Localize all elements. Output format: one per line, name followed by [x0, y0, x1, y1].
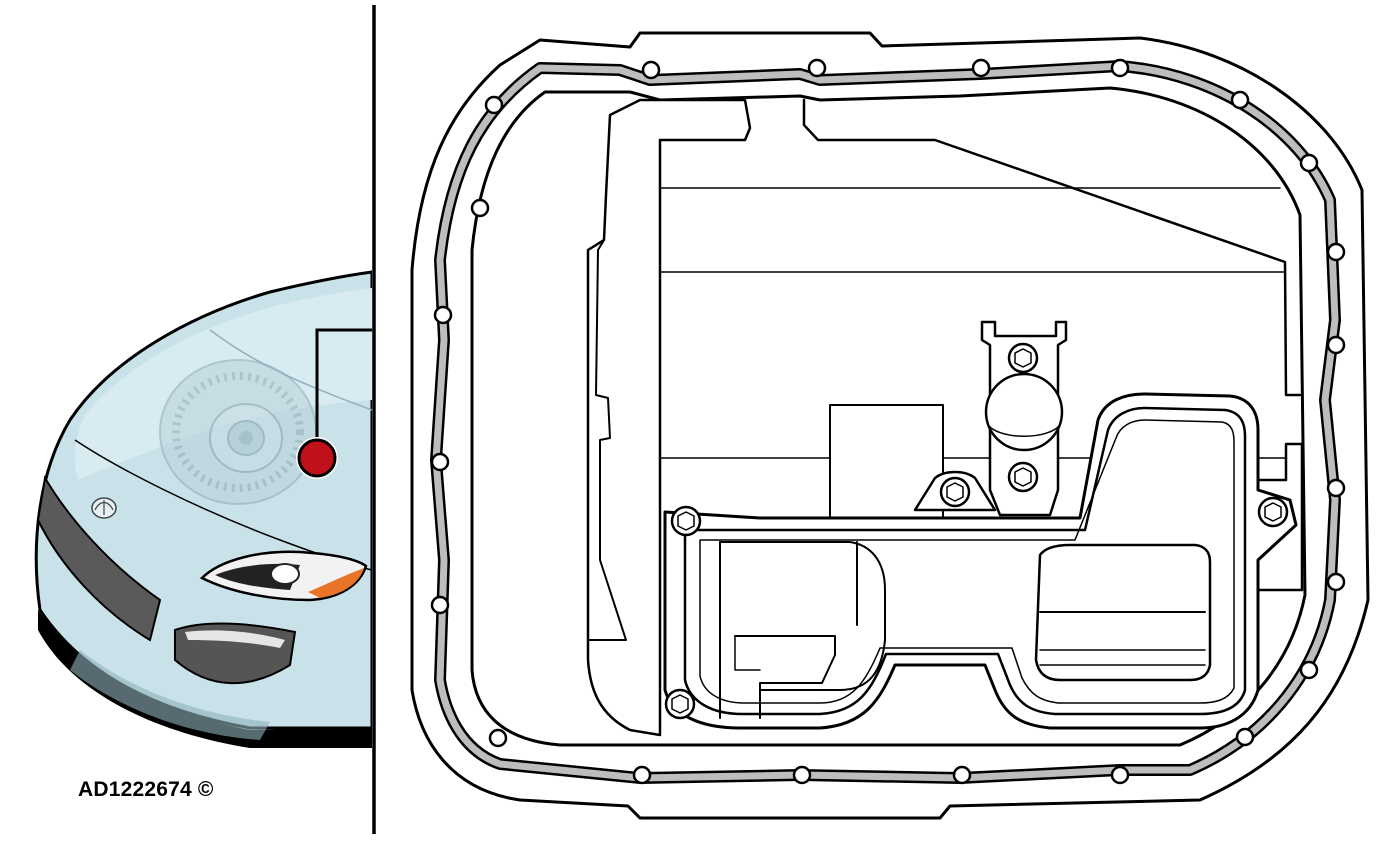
bolt-hole [484, 95, 504, 115]
bolt-hole [1110, 765, 1130, 785]
bolt-hole [1299, 660, 1319, 680]
lower-intake [70, 650, 270, 740]
hex-bolt-icon [670, 505, 702, 537]
locator-leader-line [315, 328, 372, 458]
figure-reference-code: AD1222674 © [78, 778, 214, 801]
bolt-hole [641, 60, 661, 80]
car-locator-view [34, 270, 372, 748]
bolt-hole [1326, 572, 1346, 592]
left-pocket [719, 541, 886, 719]
bolt-hole [1110, 58, 1130, 78]
oil-pan-view [410, 31, 1370, 820]
bolt-hole [952, 765, 972, 785]
strainer-bolts [664, 342, 1289, 720]
strainer-body-outer [663, 392, 1298, 730]
bolt-hole [430, 595, 450, 615]
ghost-wheel [159, 359, 317, 505]
bolt-hole [1326, 335, 1346, 355]
bolt-hole [807, 58, 827, 78]
strainer-body-rib [699, 419, 1235, 704]
strainer-inlet-outer [1034, 543, 1212, 682]
left-pocket-step [734, 635, 836, 719]
car-grille [36, 475, 162, 642]
bolt-hole [433, 305, 453, 325]
bolt-hole [971, 58, 991, 78]
pickup-tube-neck [984, 372, 1064, 452]
bolt-hole [792, 765, 812, 785]
strainer-body-inner [683, 406, 1247, 716]
left-pocket-ledge [734, 635, 761, 671]
pan-wall-step [587, 239, 627, 641]
red-dot-icon [296, 437, 338, 479]
pickup-tube-neck-rim [987, 424, 1061, 437]
strainer-inlet-lines [1039, 649, 1206, 666]
hex-bolt-icon [664, 688, 696, 720]
bolt-hole [430, 452, 450, 472]
bolt-hole [1326, 242, 1346, 262]
headlight [199, 550, 368, 602]
bolt-hole [1326, 478, 1346, 498]
hex-bolt-icon [1007, 461, 1039, 493]
bolt-hole [470, 198, 490, 218]
bolt-hole [632, 765, 652, 785]
fog-lamp [174, 622, 297, 685]
bolt-hole [1235, 727, 1255, 747]
pan-floor-edge [802, 98, 1302, 397]
bolt-hole [1230, 90, 1250, 110]
hex-bolt-icon [939, 476, 971, 508]
hex-bolt-icon [1007, 342, 1039, 374]
bolt-hole [488, 728, 508, 748]
mazda-emblem-icon [91, 497, 117, 519]
flange-bolt-holes [430, 58, 1346, 785]
hex-bolt-icon [1257, 496, 1289, 528]
bolt-hole [1299, 153, 1319, 173]
